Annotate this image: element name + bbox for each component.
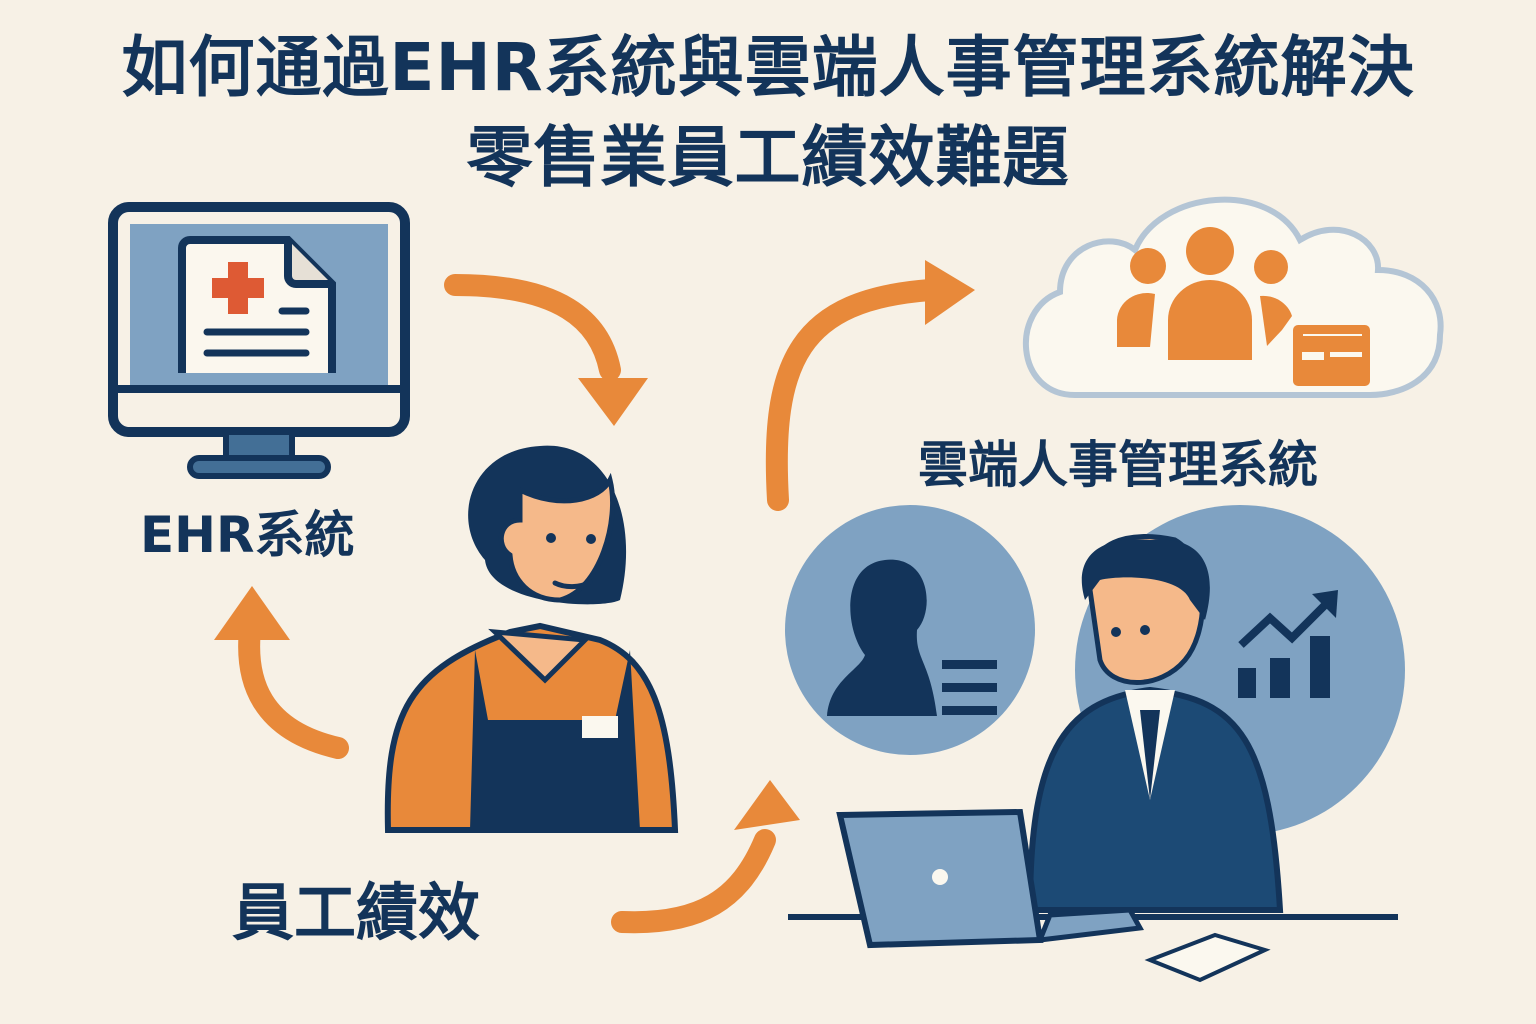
manager-illustration — [785, 505, 1405, 983]
growth-chart-icon — [1238, 590, 1338, 698]
arrow-performance-to-ehr-icon — [238, 619, 349, 759]
retail-employee-illustration — [384, 445, 679, 833]
cloud-hr-system-label: 雲端人事管理系統 — [918, 436, 1318, 494]
arrow-head-2-icon — [925, 260, 975, 325]
ehr-monitor-icon — [108, 202, 410, 479]
arrow-head-1-icon — [578, 378, 648, 426]
flow-arrows — [238, 274, 941, 934]
arrow-head-4-icon — [734, 780, 800, 830]
cloud-hr-icon — [1022, 196, 1444, 398]
arrow-head-3-icon — [214, 586, 290, 640]
ehr-system-label: EHR系統 — [140, 506, 355, 564]
arrow-performance-to-manager-icon — [611, 829, 776, 934]
title-line-2: 零售業員工績效難題 — [466, 119, 1070, 196]
arrow-ehr-to-employee-icon — [444, 274, 621, 381]
employee-performance-label: 員工績效 — [232, 876, 481, 949]
title-line-1: 如何通過EHR系統與雲端人事管理系統解決 — [121, 29, 1415, 106]
arrow-employee-to-cloud-icon — [765, 279, 941, 511]
